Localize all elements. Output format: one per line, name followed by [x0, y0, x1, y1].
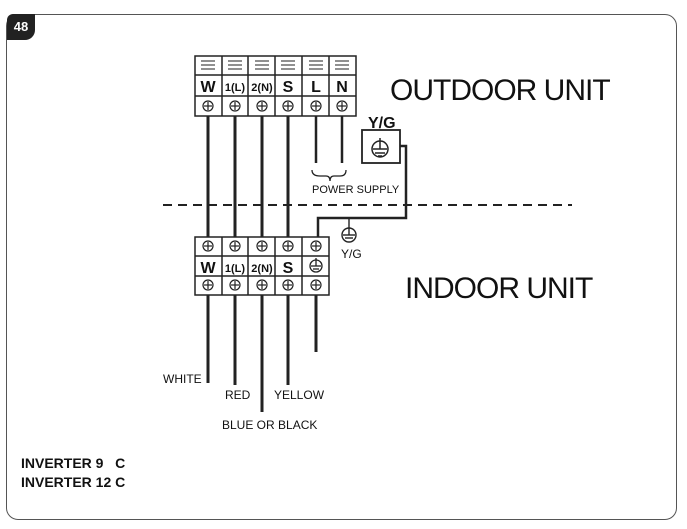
outdoor-screw-icon	[282, 100, 294, 112]
outdoor-terminal-l: L	[311, 79, 321, 96]
outdoor-terminal-ridge	[201, 60, 215, 70]
indoor-terminal-ground-icon	[309, 258, 323, 273]
indoor-ground-label: Y/G	[341, 247, 362, 261]
outdoor-unit-title: OUTDOOR UNIT	[390, 74, 610, 107]
indoor-unit-title: INDOOR UNIT	[405, 272, 593, 305]
power-supply-wires	[314, 116, 344, 163]
outdoor-screw-icon	[202, 100, 214, 112]
outdoor-terminal-block	[194, 55, 357, 117]
figure-frame	[6, 14, 677, 520]
outdoor-terminal-2n: 2(N)	[251, 82, 273, 94]
interconnect-wires	[206, 116, 290, 237]
outdoor-terminal-ridge	[281, 60, 295, 70]
white-wire-label: WHITE	[163, 372, 202, 386]
outdoor-terminal-n: N	[336, 79, 348, 96]
indoor-screw-icon	[229, 279, 241, 291]
indoor-terminal-s: S	[283, 260, 294, 277]
indoor-terminal-labels: W 1(L) 2(N) S	[200, 260, 293, 277]
indoor-screw-icon	[282, 279, 294, 291]
outdoor-ground-box	[361, 129, 401, 164]
indoor-terminal-2n: 2(N)	[251, 263, 273, 275]
blue-black-wire-label: BLUE OR BLACK	[222, 418, 317, 432]
outdoor-terminal-s: S	[283, 79, 294, 96]
indoor-top-screw-icon	[310, 240, 322, 252]
indoor-output-wires	[206, 295, 318, 412]
power-supply-bracket	[311, 169, 347, 182]
outdoor-screw-icon	[336, 100, 348, 112]
indoor-ground-icon	[341, 218, 357, 243]
outdoor-terminal-ridge	[228, 60, 242, 70]
indoor-screw-icon	[202, 279, 214, 291]
model-label-2: INVERTER 12 C	[21, 474, 126, 490]
indoor-terminal-w: W	[200, 260, 216, 277]
power-supply-label: POWER SUPPLY	[312, 184, 400, 196]
outdoor-screw-icon	[310, 100, 322, 112]
yellow-wire-label: YELLOW	[274, 388, 325, 402]
outdoor-terminal-1l: 1(L)	[225, 82, 246, 94]
outdoor-ground-label: Y/G	[368, 115, 396, 132]
indoor-top-screw-icon	[229, 240, 241, 252]
figure-number-badge: 48	[7, 14, 35, 40]
outdoor-terminal-w: W	[200, 79, 216, 96]
indoor-top-screw-icon	[202, 240, 214, 252]
model-label-1: INVERTER 9 C	[21, 455, 126, 471]
outdoor-screw-icon	[256, 100, 268, 112]
ground-wire	[316, 144, 408, 237]
indoor-screw-icon	[256, 279, 268, 291]
outdoor-terminal-ridge	[335, 60, 349, 70]
indoor-top-screw-icon	[282, 240, 294, 252]
red-wire-label: RED	[225, 388, 251, 402]
outdoor-terminal-ridge	[255, 60, 269, 70]
outdoor-terminal-ridge	[309, 60, 323, 70]
outdoor-screws	[201, 60, 349, 112]
outdoor-screw-icon	[229, 100, 241, 112]
indoor-terminal-1l: 1(L)	[225, 263, 246, 275]
indoor-screws	[202, 240, 322, 291]
indoor-top-screw-icon	[256, 240, 268, 252]
indoor-screw-icon	[310, 279, 322, 291]
outdoor-terminal-labels: W 1(L) 2(N) S L N	[200, 79, 347, 96]
